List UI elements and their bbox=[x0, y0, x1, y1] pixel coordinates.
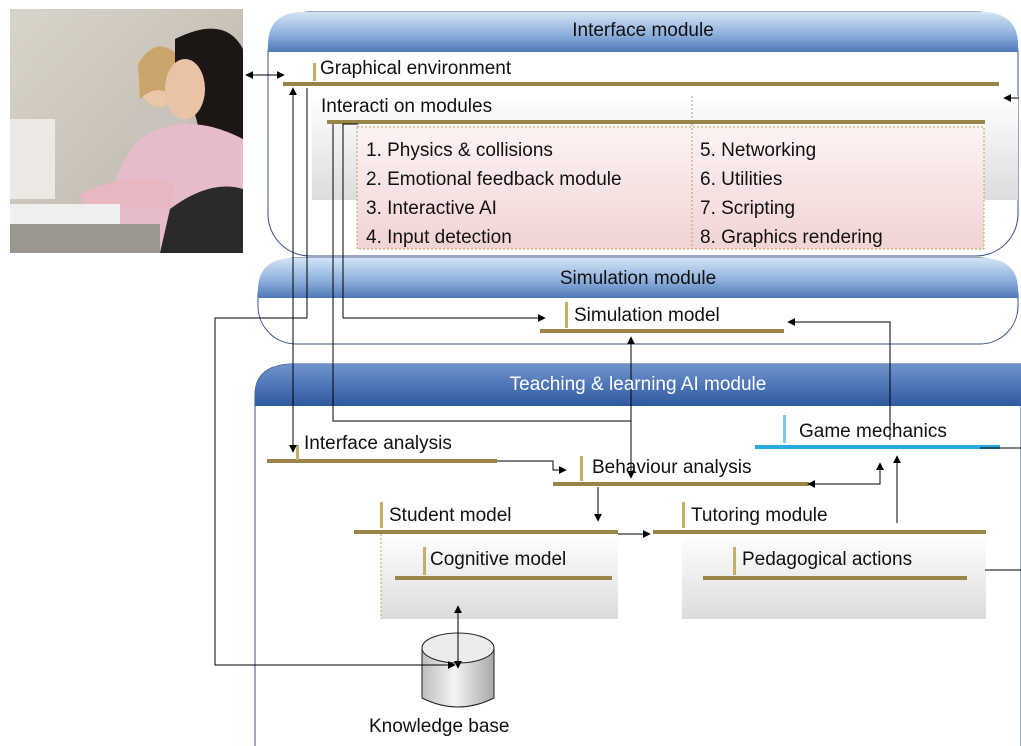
simulation-model-marker bbox=[565, 302, 568, 328]
interface-module-title: Interface module bbox=[572, 20, 714, 41]
list-item: 5. Networking bbox=[700, 140, 817, 161]
simulation-model-bar bbox=[540, 329, 784, 333]
list-item: 4. Input detection bbox=[366, 227, 512, 248]
module-list-box bbox=[356, 126, 985, 250]
list-item: 7. Scripting bbox=[700, 198, 796, 219]
list-item: 3. Interactive AI bbox=[366, 198, 497, 219]
interface-analysis-bar bbox=[267, 459, 497, 463]
list-item: 2. Emotional feedback module bbox=[366, 169, 622, 190]
teaching-module-title: Teaching & learning AI module bbox=[509, 374, 767, 395]
user-photo bbox=[10, 9, 243, 253]
module-list-right: 5. Networking 6. Utilities 7. Scripting … bbox=[700, 136, 883, 252]
tutoring-module-bar bbox=[653, 530, 986, 534]
student-model-marker bbox=[380, 502, 383, 528]
knowledge-base-label: Knowledge base bbox=[369, 716, 510, 737]
game-mechanics-bar bbox=[755, 445, 1000, 449]
student-model-bar bbox=[354, 530, 618, 534]
tutoring-module-marker bbox=[682, 502, 685, 528]
game-mechanics-label: Game mechanics bbox=[799, 421, 947, 442]
pedagogical-actions-marker bbox=[733, 547, 736, 575]
simulation-module-title: Simulation module bbox=[559, 268, 717, 289]
cognitive-model-bar bbox=[395, 576, 612, 580]
behaviour-analysis-label: Behaviour analysis bbox=[592, 457, 752, 478]
teaching-module-header bbox=[255, 364, 1021, 406]
behaviour-analysis-marker bbox=[580, 456, 583, 481]
cognitive-model-label: Cognitive model bbox=[430, 549, 567, 570]
behaviour-analysis-bar bbox=[553, 482, 809, 486]
interface-module-header bbox=[268, 12, 1018, 52]
graphical-env-marker bbox=[313, 63, 316, 81]
interface-analysis-marker bbox=[296, 445, 299, 460]
simulation-model-label: Simulation model bbox=[574, 305, 720, 326]
graphical-env-bar bbox=[283, 82, 999, 86]
list-item: 6. Utilities bbox=[700, 169, 783, 190]
pedagogical-actions-label: Pedagogical actions bbox=[742, 549, 913, 570]
student-model-label: Student model bbox=[389, 505, 512, 526]
graphical-environment-label: Graphical environment bbox=[320, 58, 512, 79]
list-item: 1. Physics & collisions bbox=[366, 140, 553, 161]
interface-analysis-label: Interface analysis bbox=[304, 433, 452, 454]
game-mechanics-marker bbox=[783, 415, 786, 443]
pedagogical-actions-bar bbox=[703, 576, 967, 580]
module-list-left: 1. Physics & collisions 2. Emotional fee… bbox=[366, 136, 622, 252]
user-photo-illustration bbox=[10, 9, 243, 253]
connectors bbox=[214, 71, 1021, 669]
simulation-module-header bbox=[258, 258, 1018, 298]
interaction-bar bbox=[327, 120, 985, 124]
cognitive-model-marker bbox=[423, 547, 426, 575]
interaction-modules-label: Interacti on modules bbox=[321, 96, 493, 117]
list-item: 8. Graphics rendering bbox=[700, 227, 883, 248]
tutoring-module-label: Tutoring module bbox=[691, 505, 828, 526]
